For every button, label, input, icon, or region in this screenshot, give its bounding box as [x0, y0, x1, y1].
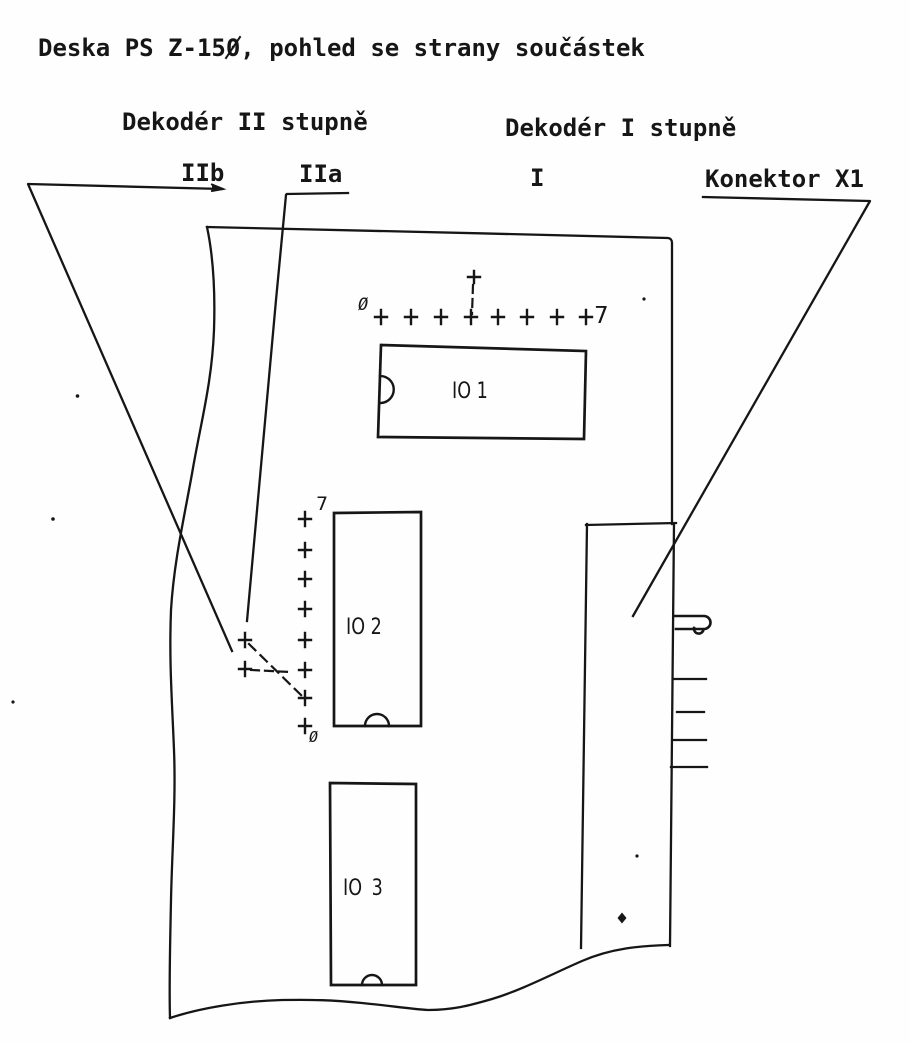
- pad-cross: [433, 308, 449, 326]
- speck: [642, 297, 646, 301]
- speck: [75, 394, 80, 398]
- leader-konektor: [631, 195, 872, 618]
- io3-outline: [328, 781, 418, 987]
- page-title: Deska PS Z-150, pohled se strany součást…: [38, 34, 645, 62]
- board-left-wavy-edge: [168, 225, 216, 1020]
- io1-notch: [378, 374, 395, 405]
- pad-above-row: [466, 269, 482, 285]
- pad-cross: [297, 600, 313, 618]
- pad-cross: [297, 541, 313, 559]
- connector-pin-loop: [672, 614, 712, 635]
- label-decoder-stage2: Dekodér II stupně: [122, 108, 368, 136]
- connector-orientation-mark: [617, 912, 627, 924]
- pad-cross: [373, 308, 389, 326]
- pad-cross: [549, 308, 565, 326]
- label-i: I: [530, 164, 545, 192]
- marker-column-pin0: Ø: [309, 728, 319, 746]
- pad-cross: [297, 510, 313, 528]
- board-top-edge: [205, 225, 674, 526]
- leader-iia: [245, 191, 350, 623]
- connector-right-edge: [668, 522, 676, 948]
- title-zero-slash: [224, 35, 242, 60]
- io2-outline: [332, 510, 423, 728]
- pad-cross: [297, 631, 313, 649]
- pad-cross: [297, 661, 313, 679]
- pad-cross: [237, 660, 253, 678]
- speck: [51, 517, 55, 521]
- pad-cross: [297, 689, 313, 707]
- io2-notch: [363, 712, 391, 728]
- label-konektor-x1: Konektor X1: [705, 165, 864, 193]
- pad-cross: [237, 631, 253, 649]
- pad-cross: [297, 570, 313, 588]
- dashed-link-row: [470, 283, 475, 316]
- connector-left-edge: [579, 522, 589, 950]
- pad-cross: [403, 308, 419, 326]
- dashed-link-diagonal: [247, 642, 304, 698]
- label-decoder-stage1: Dekodér I stupně: [505, 114, 737, 142]
- pad-cross: [297, 717, 313, 735]
- speck: [635, 854, 639, 858]
- leader-iib-arrowhead: [210, 183, 227, 193]
- scan-specks: [11, 297, 646, 858]
- io3-notch: [360, 973, 384, 987]
- pad-cross: [578, 308, 594, 326]
- label-io2: IO 2: [346, 615, 382, 640]
- io1-outline: [376, 343, 588, 441]
- marker-column-pin7: 7: [316, 493, 329, 515]
- board-bottom-wavy-edge: [168, 943, 670, 1020]
- marker-row-pin0: Ø: [358, 295, 369, 315]
- leader-iib: [26, 182, 234, 653]
- pad-cross: [519, 308, 535, 326]
- marker-row-pin7: 7: [594, 303, 609, 329]
- speck: [11, 700, 15, 704]
- label-iib: IIb: [181, 159, 225, 187]
- dashed-link-horizontal: [249, 668, 292, 674]
- pad-pair-left: [237, 631, 253, 678]
- connector-top-edge: [584, 521, 678, 527]
- pad-cross: [490, 308, 506, 326]
- label-io1: IO 1: [452, 379, 488, 404]
- pad-column-io2: [297, 510, 313, 735]
- label-io3: IO 3: [343, 876, 383, 901]
- pad-row-io1: [373, 308, 594, 326]
- label-iia: IIa: [299, 160, 343, 188]
